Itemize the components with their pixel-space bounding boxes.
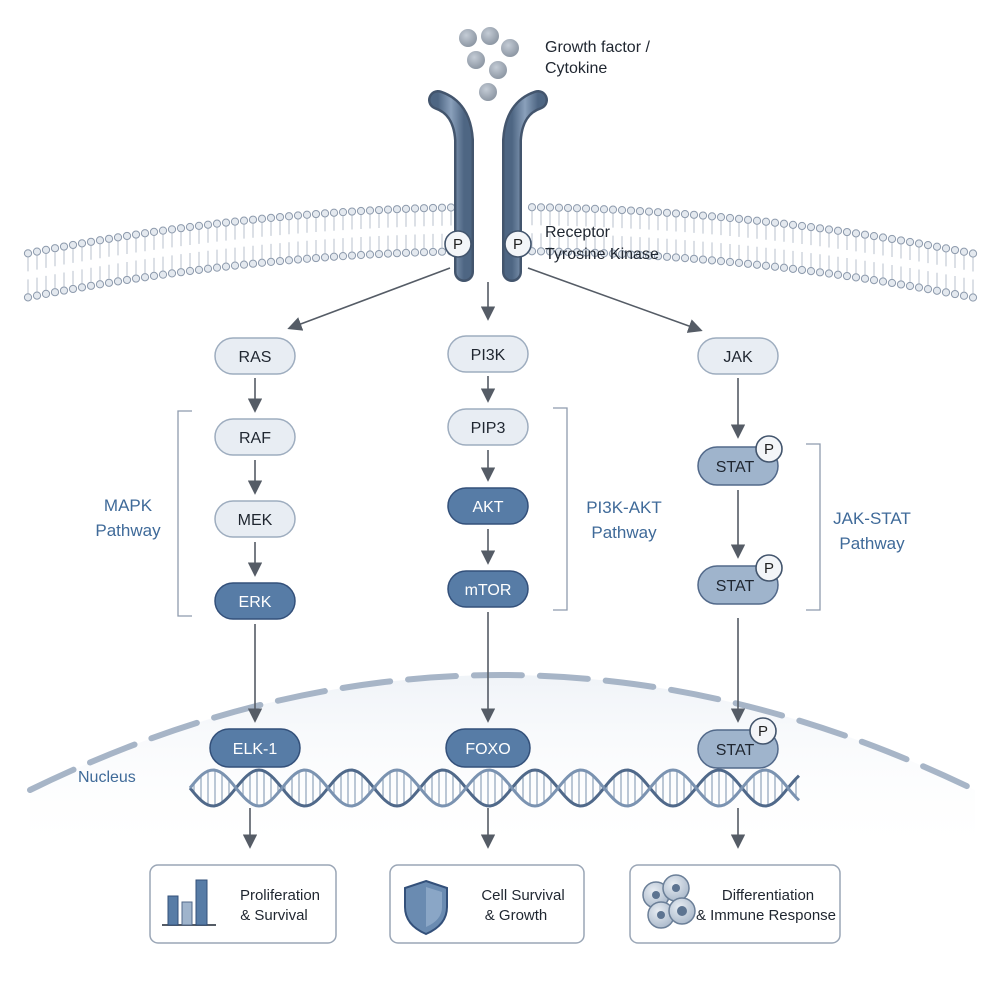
pi3k-bracket [553,407,568,611]
output-cell-survival-line2: & Growth [485,907,548,924]
receptor-phospho-right: P [504,230,532,258]
svg-text:PI3K: PI3K [471,347,506,364]
bar-chart-icon [162,879,216,926]
svg-text:P: P [764,560,774,577]
receptor-phospho-left: P [444,230,472,258]
nucleus-label: Nucleus [78,769,136,786]
ligand-molecules [459,27,519,101]
shield-icon [404,879,448,936]
ligand-label-line2: Cytokine [545,60,607,77]
mapk-pathway-label-line2: Pathway [95,521,161,540]
jakstat-pathway-label-line2: Pathway [839,534,905,553]
jakstat-bracket [806,443,821,611]
output-differentiation: Differentiation & Immune Response [629,864,841,944]
output-differentiation-line2: & Immune Response [696,907,836,924]
node-elk1: ELK-1 [209,728,301,768]
arrow-receptor-to-jak [527,267,703,333]
mapk-bracket [177,410,192,617]
svg-text:mTOR: mTOR [465,582,512,599]
node-pip3: PIP3 [447,408,529,446]
output-cell-survival-line1: Cell Survival [481,887,564,904]
svg-text:STAT: STAT [716,578,755,595]
node-erk: ERK [214,582,296,620]
node-ras: RAS [214,337,296,375]
svg-text:ELK-1: ELK-1 [233,741,278,758]
output-differentiation-line1: Differentiation [722,887,814,904]
output-proliferation-line2: & Survival [240,907,308,924]
svg-text:STAT: STAT [716,459,755,476]
svg-text:P: P [764,441,774,458]
svg-text:JAK: JAK [723,349,753,366]
receptor-tyrosine-kinase [428,90,548,282]
node-stat-1: STAT P [697,435,783,486]
output-proliferation: Proliferation & Survival [149,864,337,944]
node-pi3k: PI3K [447,335,529,373]
ligand-label-line1: Growth factor / [545,39,650,56]
node-akt: AKT [447,487,529,525]
node-foxo: FOXO [445,728,531,768]
svg-text:MEK: MEK [238,512,273,529]
dna-helix [188,768,801,808]
output-cell-survival: Cell Survival & Growth [389,864,585,944]
node-jak: JAK [697,337,779,375]
output-proliferation-line1: Proliferation [240,887,320,904]
node-stat-nuclear: STAT P [697,717,779,769]
cells-icon [642,874,696,929]
svg-text:FOXO: FOXO [465,741,510,758]
jakstat-pathway-label-line1: JAK-STAT [833,509,911,528]
arrow-receptor-to-ras [287,267,451,331]
mapk-pathway-label-line1: MAPK [104,496,153,515]
node-stat-2: STAT P [697,554,783,605]
pi3k-pathway-label-line2: Pathway [591,523,657,542]
cell-membrane [23,203,978,302]
receptor-label-line1: Receptor [545,224,611,241]
svg-text:RAF: RAF [239,430,271,447]
svg-text:P: P [453,236,463,253]
node-raf: RAF [214,418,296,456]
pi3k-pathway-label-line1: PI3K-AKT [586,498,662,517]
receptor-label-line2: Tyrosine Kinase [545,246,659,263]
node-mek: MEK [214,500,296,538]
svg-text:RAS: RAS [239,349,272,366]
svg-text:PIP3: PIP3 [471,420,506,437]
svg-text:P: P [513,236,523,253]
svg-text:STAT: STAT [716,742,755,759]
svg-text:P: P [758,723,768,740]
svg-text:AKT: AKT [472,499,503,516]
node-mtor: mTOR [447,570,529,608]
svg-text:ERK: ERK [239,594,272,611]
